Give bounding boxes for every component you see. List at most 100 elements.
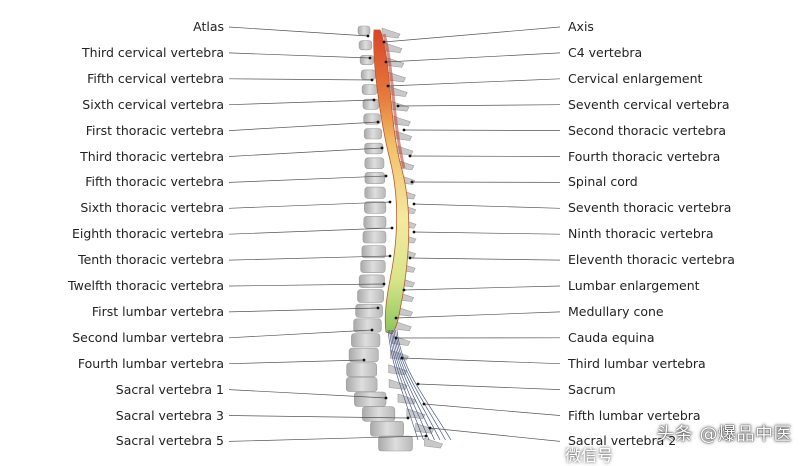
anchor-dot [417, 383, 420, 386]
anchor-dot [409, 257, 412, 260]
label-right: Third lumbar vertebra [568, 357, 706, 371]
leader-line [386, 53, 560, 62]
vertebral-body [364, 202, 385, 214]
leader-line [229, 100, 374, 105]
leader-line [410, 156, 560, 157]
anchor-dot [371, 329, 374, 332]
leader-line [229, 360, 364, 364]
vertebral-body [370, 421, 403, 436]
vertebral-body [356, 304, 383, 317]
label-right: Lumbar enlargement [568, 279, 700, 293]
label-right: Axis [568, 20, 594, 34]
label-right: Cervical enlargement [568, 72, 702, 86]
vertebral-body [358, 26, 370, 35]
anchor-dot [411, 181, 414, 184]
leader-line [404, 286, 560, 290]
label-left: Sacral vertebra 1 [116, 383, 224, 397]
leader-line [418, 384, 560, 390]
leader-line [396, 312, 560, 318]
leader-line [229, 79, 372, 80]
label-left: Third cervical vertebra [82, 46, 224, 60]
vertebral-body [378, 436, 412, 451]
anchor-dot [397, 105, 400, 108]
spinous-process [389, 379, 407, 389]
label-right: Second thoracic vertebra [568, 124, 726, 138]
leader-line [414, 204, 560, 208]
anchor-dot [389, 201, 392, 204]
anchor-dot [363, 359, 366, 362]
label-right: Seventh thoracic vertebra [568, 201, 731, 215]
leader-line [229, 148, 382, 157]
anchor-dot [409, 155, 412, 158]
vertebral-body [359, 41, 372, 50]
leader-line [398, 105, 560, 106]
anchor-dot [385, 175, 388, 178]
vertebral-body [365, 158, 384, 169]
label-right: Spinal cord [568, 175, 638, 189]
vertebral-body [354, 392, 386, 406]
leader-line [404, 130, 560, 131]
label-right: Cauda equina [568, 331, 654, 345]
label-left: Second lumbar vertebra [72, 331, 224, 345]
anchor-dot [383, 41, 386, 44]
vertebral-body [364, 129, 382, 140]
vertebral-body [357, 290, 383, 303]
label-left: Twelfth thoracic vertebra [68, 279, 224, 293]
vertebral-body [361, 70, 375, 80]
leader-line [430, 428, 560, 441]
vertebral-body [363, 99, 379, 109]
label-left: Sixth cervical vertebra [82, 98, 224, 112]
leader-line [229, 330, 372, 338]
watermark: 头条 @爆品中医 [656, 420, 792, 446]
vertebral-body [347, 363, 377, 377]
label-right: Sacrum [568, 383, 616, 397]
anchor-dot [383, 283, 386, 286]
label-right: Eleventh thoracic vertebra [568, 253, 735, 267]
vertebral-body [364, 216, 386, 228]
anchor-dot [371, 79, 374, 82]
anchor-dot [425, 435, 428, 438]
leader-line [414, 232, 560, 234]
label-right: Ninth thoracic vertebra [568, 227, 714, 241]
anchor-dot [413, 231, 416, 234]
anchor-dot [413, 203, 416, 206]
anchor-dot [381, 147, 384, 150]
anchor-dot [385, 397, 388, 400]
anchor-dot [395, 317, 398, 320]
vertebral-body [363, 231, 386, 243]
anchor-dot [373, 99, 376, 102]
vertebral-body [359, 275, 384, 288]
leader-line [229, 122, 378, 131]
anchor-dot [377, 121, 380, 124]
leader-line [388, 79, 560, 86]
anchor-dot [401, 357, 404, 360]
label-left: First lumbar vertebra [92, 305, 224, 319]
vertebral-body [346, 377, 377, 391]
label-left: Sacral vertebra 5 [116, 434, 224, 448]
anchor-dot [403, 289, 406, 292]
label-left: Fifth thoracic vertebra [85, 175, 224, 189]
label-left: Sacral vertebra 3 [116, 409, 224, 423]
vertebral-body [360, 55, 374, 64]
anchor-dot [429, 427, 432, 430]
label-left: Tenth thoracic vertebra [78, 253, 224, 267]
label-left: First thoracic vertebra [86, 124, 224, 138]
leader-line [229, 27, 368, 36]
anchor-dot [387, 85, 390, 88]
anchor-dot [391, 227, 394, 230]
vertebral-column [346, 26, 442, 451]
label-left: Sixth thoracic vertebra [80, 201, 224, 215]
anchor-dot [367, 35, 370, 38]
label-right: C4 vertebra [568, 46, 642, 60]
anchor-dot [395, 337, 398, 340]
vertebral-body [365, 187, 386, 198]
vertebral-body [351, 334, 380, 348]
label-right: Seventh cervical vertebra [568, 98, 730, 112]
vertebral-body [365, 172, 385, 183]
leader-line [410, 258, 560, 260]
leader-line [424, 404, 560, 416]
anchor-dot [377, 307, 380, 310]
anchor-dot [423, 403, 426, 406]
label-left: Fourth lumbar vertebra [78, 357, 224, 371]
leader-line [384, 27, 560, 42]
